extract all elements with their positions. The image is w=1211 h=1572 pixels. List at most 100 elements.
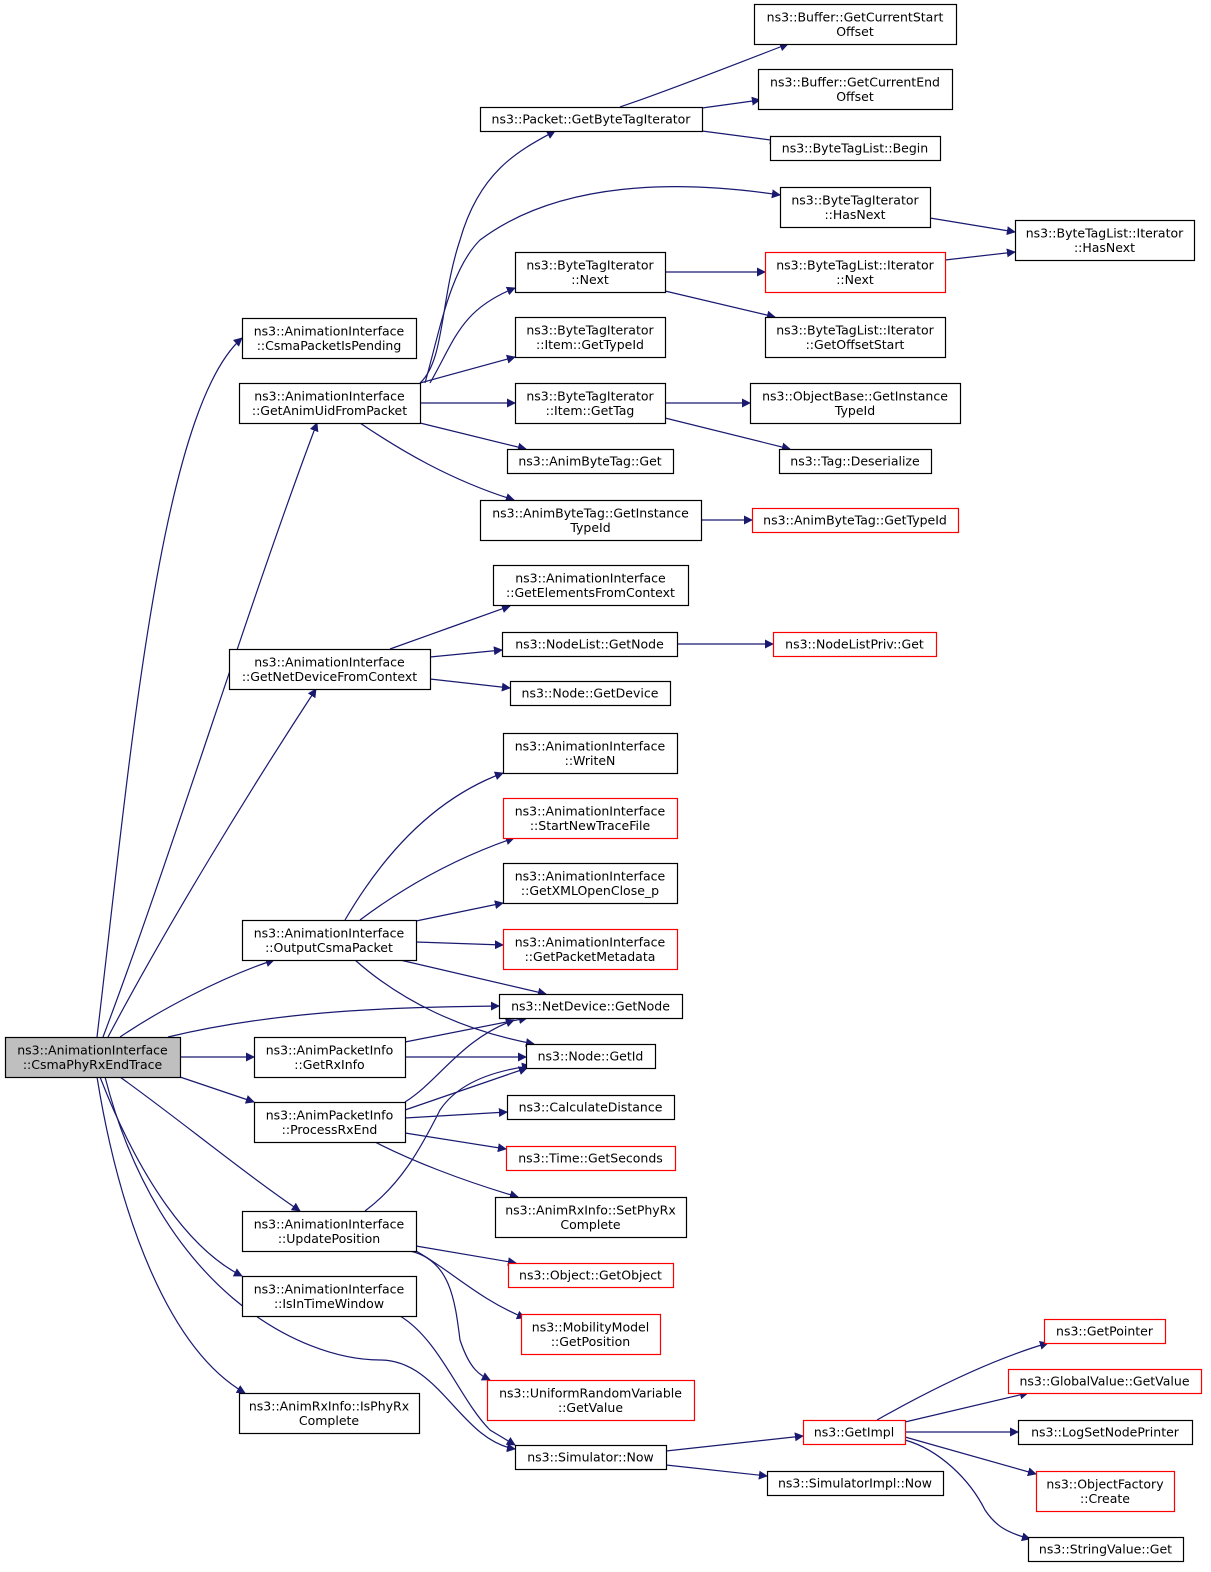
node-label-line: ns3::Packet::GetByteTagIterator [492,112,692,127]
node-getimpl[interactable]: ns3::GetImpl [802,1419,907,1446]
node-get-netdev-ctx[interactable]: ns3::AnimationInterface::GetNetDeviceFro… [228,648,432,691]
node-label-line: ns3::AnimRxInfo::SetPhyRx [505,1202,676,1217]
node-box [253,1101,407,1144]
node-get-elements-ctx[interactable]: ns3::AnimationInterface::GetElementsFrom… [492,564,690,607]
node-nodelistpriv-get[interactable]: ns3::NodeListPriv::Get [772,631,938,658]
node-writen[interactable]: ns3::AnimationInterface::WriteN [502,732,679,775]
node-label-line: ::Item::GetTag [546,403,635,418]
node-mobility-getposition[interactable]: ns3::MobilityModel::GetPosition [520,1313,662,1356]
node-label-line: ::Next [836,272,874,287]
edge-gbti-bytetaglistbegin [701,130,779,145]
node-label-line: ns3::AnimationInterface [515,868,666,883]
node-label-line: Complete [299,1413,360,1428]
node-update-position[interactable]: ns3::AnimationInterface::UpdatePosition [241,1210,418,1253]
node-label-line: ::GetNetDeviceFromContext [242,669,417,684]
edge-process-calculatedistance [404,1107,508,1119]
node-label-line: TypeId [834,403,875,418]
node-simulator-now[interactable]: ns3::Simulator::Now [514,1444,668,1471]
node-btl-iter-next[interactable]: ns3::ByteTagList::Iterator::Next [764,251,947,294]
node-box [228,648,432,691]
node-time-getseconds[interactable]: ns3::Time::GetSeconds [505,1145,677,1172]
node-label-line: ns3::AnimationInterface [254,654,405,669]
edge-root-getnetdev [107,688,317,1038]
node-start-new-trace[interactable]: ns3::AnimationInterface::StartNewTraceFi… [502,797,679,840]
node-uniform-getvalue[interactable]: ns3::UniformRandomVariable::GetValue [486,1379,696,1422]
node-bti-item-typeid[interactable]: ns3::ByteTagIterator::Item::GetTypeId [514,316,667,359]
node-globalvalue-getvalue[interactable]: ns3::GlobalValue::GetValue [1007,1368,1203,1395]
node-node-getdevice[interactable]: ns3::Node::GetDevice [509,680,672,707]
node-objectfactory-create[interactable]: ns3::ObjectFactory::Create [1035,1470,1176,1513]
node-stringvalue-get[interactable]: ns3::StringValue::Get [1027,1536,1185,1563]
node-label-line: ns3::AnimRxInfo::IsPhyRx [249,1398,409,1413]
node-logsetnodeprinter[interactable]: ns3::LogSetNodePrinter [1017,1419,1194,1446]
node-box [514,316,667,359]
node-bti-next[interactable]: ns3::ByteTagIterator::Next [514,251,667,294]
edge-root-isintimewindow [99,1076,243,1277]
node-label-line: Complete [560,1217,621,1232]
node-netdevice-getnode[interactable]: ns3::NetDevice::GetNode [498,993,684,1020]
node-animbytetag-typeid[interactable]: ns3::AnimByteTag::GetTypeId [751,507,960,534]
node-csma-pending[interactable]: ns3::AnimationInterface::CsmaPacketIsPen… [241,317,418,360]
node-get-byte-tag-iterator[interactable]: ns3::Packet::GetByteTagIterator [479,106,704,133]
edge-uid-animbytetagget [419,422,527,452]
node-calculate-distance[interactable]: ns3::CalculateDistance [506,1094,676,1121]
node-get-xml-open-close[interactable]: ns3::AnimationInterface::GetXMLOpenClose… [502,862,679,905]
node-bti-item-gettag[interactable]: ns3::ByteTagIterator::Item::GetTag [514,382,667,425]
edge-root-csmapending [96,337,243,1038]
node-is-in-time-window[interactable]: ns3::AnimationInterface::IsInTimeWindow [241,1275,418,1318]
node-label-line: ::Create [1080,1491,1130,1506]
edge-uid-btiitemtypeid [419,354,516,384]
node-label-line: ns3::NetDevice::GetNode [511,999,670,1014]
node-object-getobject[interactable]: ns3::Object::GetObject [507,1262,675,1289]
node-label-line: ns3::Object::GetObject [519,1268,662,1283]
edge-getimpl-objectfactory [904,1436,1037,1477]
node-bytetaglist-begin[interactable]: ns3::ByteTagList::Begin [769,135,942,162]
node-box [1043,1318,1167,1345]
node-box [514,1444,668,1471]
node-btl-iter-offset[interactable]: ns3::ByteTagList::Iterator::GetOffsetSta… [764,316,947,359]
node-get-packet-metadata[interactable]: ns3::AnimationInterface::GetPacketMetada… [502,928,679,971]
node-box [494,1196,688,1239]
edge-netdev-getelements [389,604,511,650]
node-box [525,1043,657,1070]
node-tag-deserialize[interactable]: ns3::Tag::Deserialize [778,448,933,475]
node-nodelist-getnode[interactable]: ns3::NodeList::GetNode [501,631,679,658]
node-simulatorimpl-now[interactable]: ns3::SimulatorImpl::Now [766,1470,945,1497]
node-label-line: ns3::AnimationInterface [254,323,405,338]
edge-output-xmlopenclose [415,900,504,922]
node-box [1027,1536,1185,1563]
node-get-rx-info[interactable]: ns3::AnimPacketInfo::GetRxInfo [253,1036,407,1079]
node-label-line: ::WriteN [565,753,616,768]
node-root[interactable]: ns3::AnimationInterface::CsmaPhyRxEndTra… [4,1036,182,1079]
edge-root-netdevgetnode [167,1001,500,1038]
node-label-line: ns3::StringValue::Get [1039,1542,1172,1557]
node-box [769,135,942,162]
node-process-rx-end[interactable]: ns3::AnimPacketInfo::ProcessRxEnd [253,1101,407,1144]
node-box [509,680,672,707]
edge-gettag-deserialize [664,417,791,452]
node-label-line: ns3::GlobalValue::GetValue [1019,1374,1189,1389]
node-label-line: ns3::ByteTagList::Begin [782,141,928,156]
node-animbytetag-get[interactable]: ns3::AnimByteTag::Get [506,448,675,475]
edge-gbti-bufferstart [619,42,789,108]
node-box [486,1379,696,1422]
node-btl-iter-hasnext[interactable]: ns3::ByteTagList::Iterator::HasNext [1014,219,1196,262]
node-node-getid[interactable]: ns3::Node::GetId [525,1043,657,1070]
node-label-line: ns3::Node::GetId [538,1049,644,1064]
node-getpointer[interactable]: ns3::GetPointer [1043,1318,1167,1345]
node-layer: ns3::AnimationInterface::CsmaPhyRxEndTra… [4,3,1203,1563]
node-box [753,3,958,46]
node-label-line: ::Item::GetTypeId [536,337,644,352]
node-box [507,1262,675,1289]
node-bti-hasnext[interactable]: ns3::ByteTagIterator::HasNext [779,186,932,229]
node-output-csma[interactable]: ns3::AnimationInterface::OutputCsmaPacke… [241,919,418,962]
edge-output-nodegetid [354,959,535,1047]
node-label-line: ::UpdatePosition [278,1231,380,1246]
node-get-anim-uid[interactable]: ns3::AnimationInterface::GetAnimUidFromP… [238,382,422,425]
